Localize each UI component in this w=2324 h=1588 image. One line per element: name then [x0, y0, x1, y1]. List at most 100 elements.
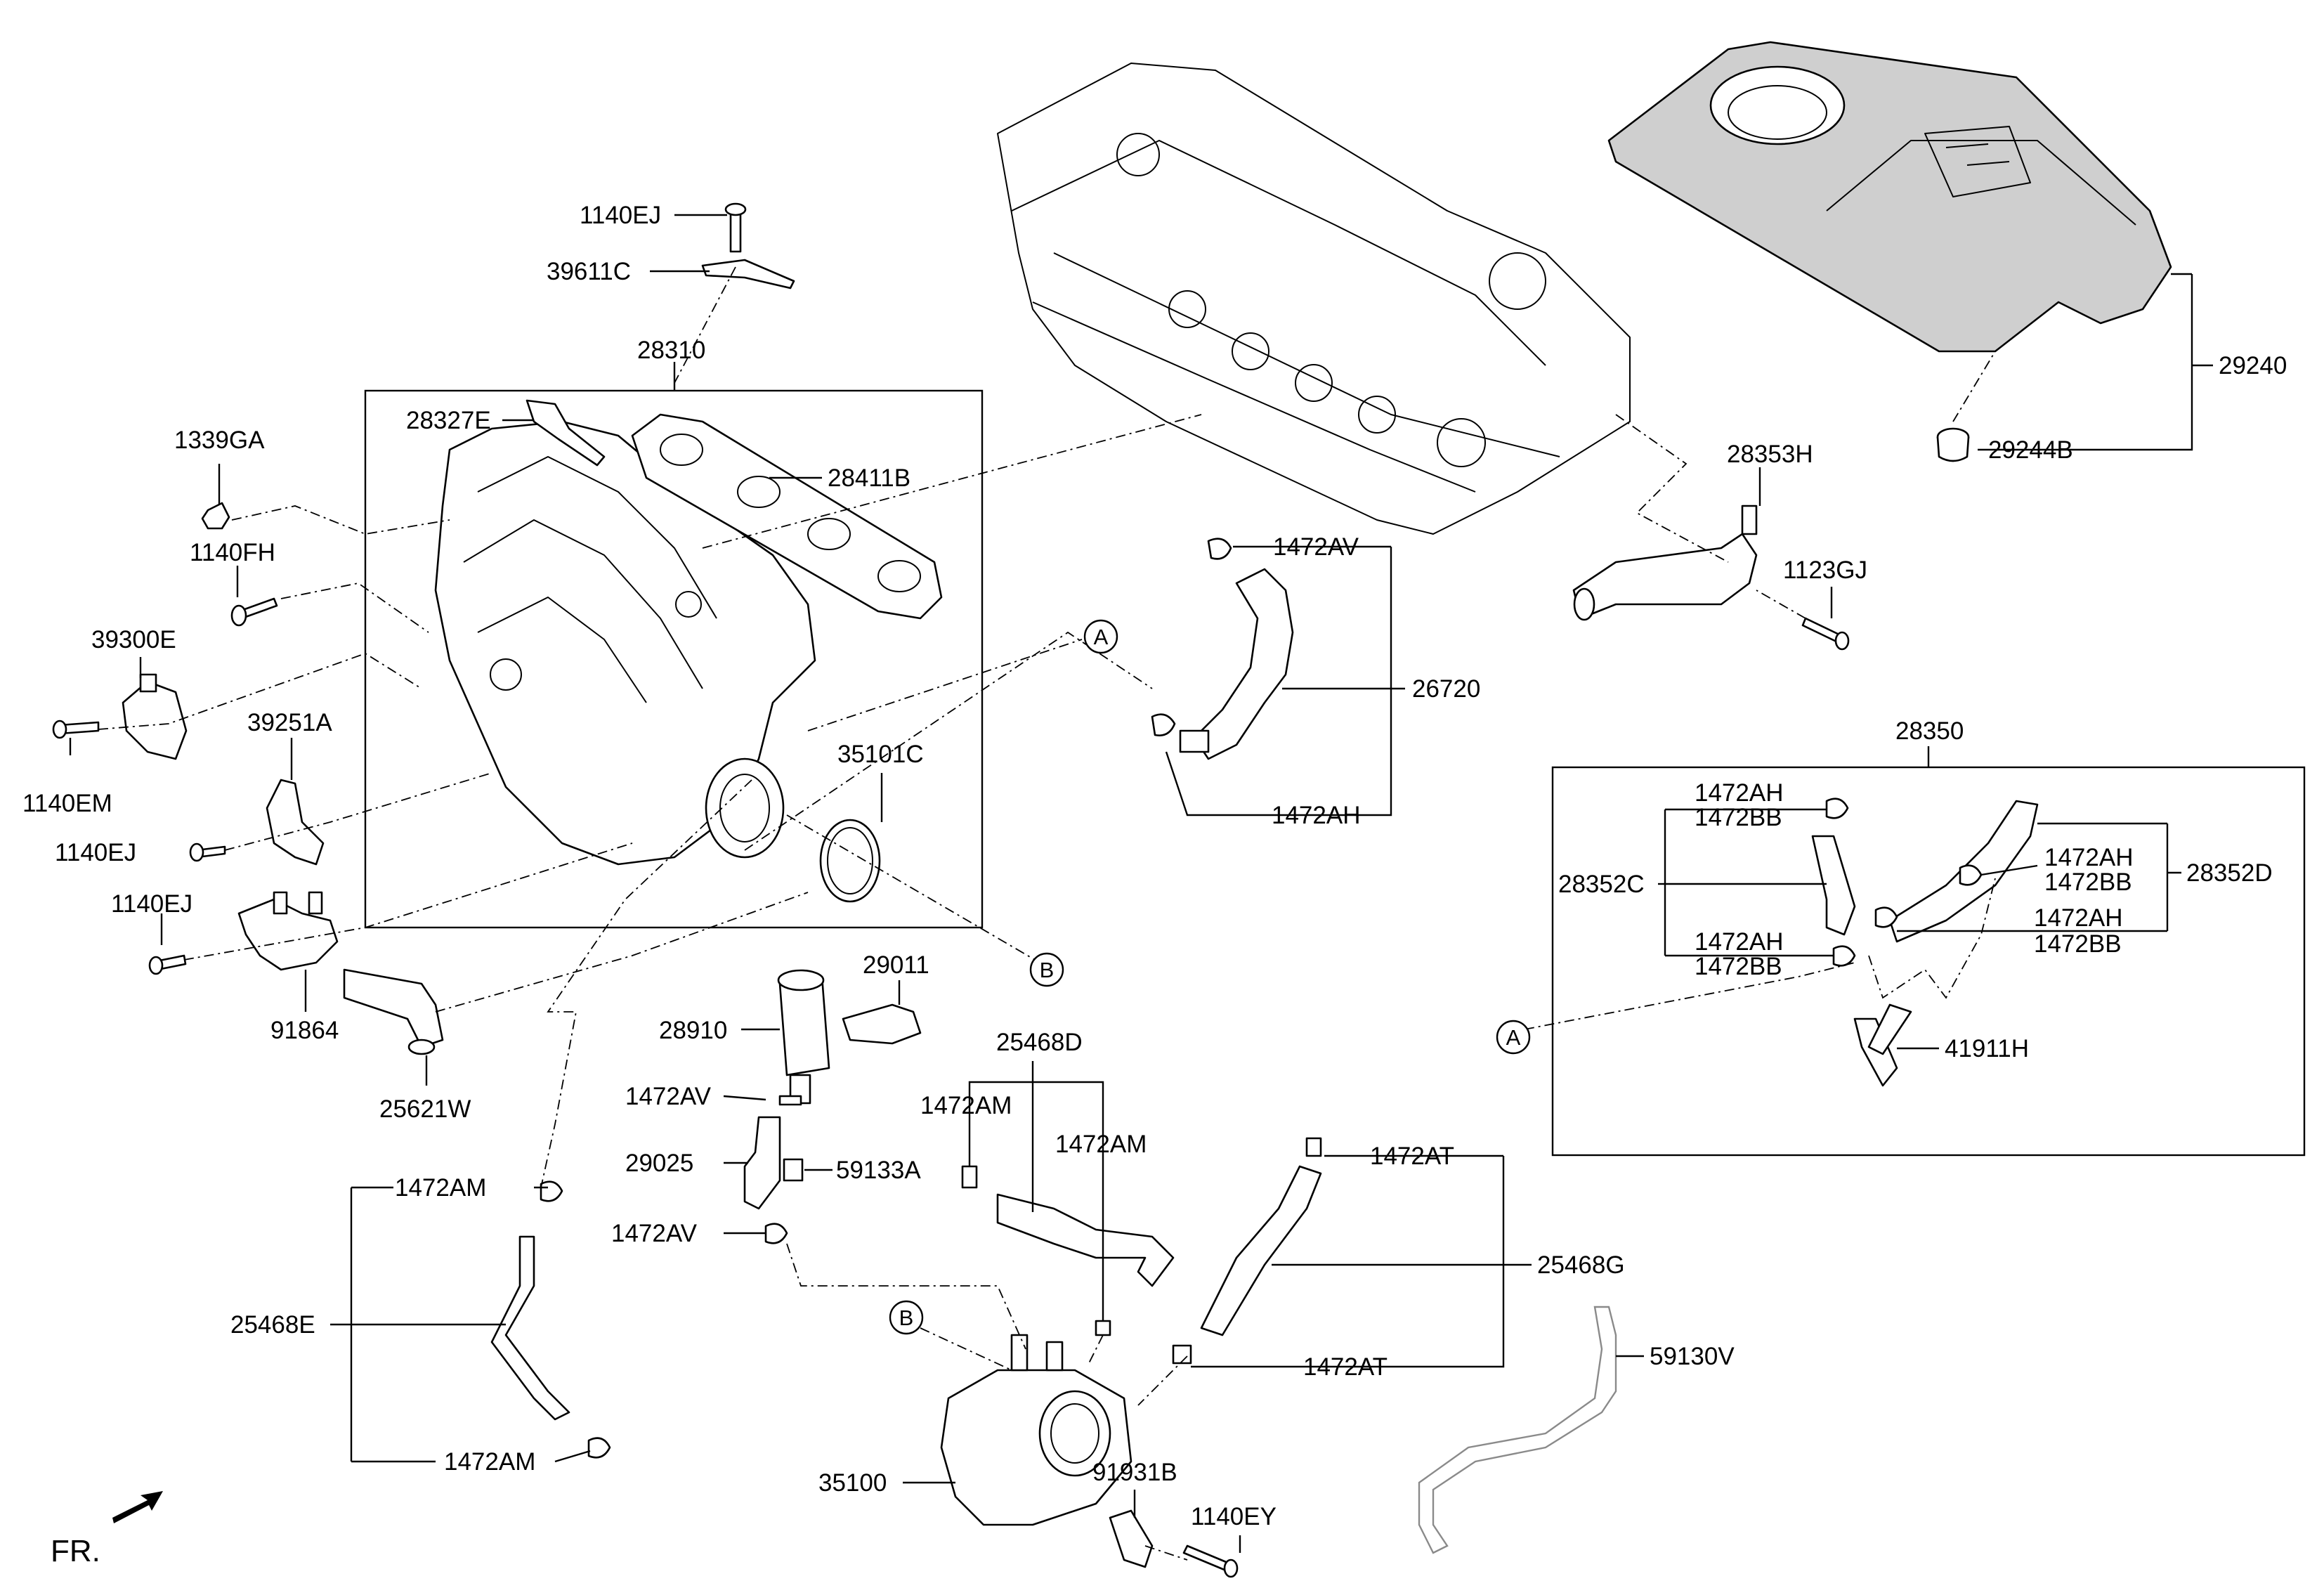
label-28910: 28910 — [659, 1017, 727, 1044]
svg-text:A: A — [1506, 1025, 1521, 1050]
label-1472bb-d: 1472BB — [2044, 868, 2132, 896]
label-28327e: 28327E — [406, 407, 491, 434]
pipe-28353h — [1572, 505, 1758, 621]
label-1339ga: 1339GA — [174, 427, 265, 454]
label-25621w: 25621W — [379, 1095, 471, 1123]
label-1472av-a: 1472AV — [1273, 533, 1359, 561]
bolt-1140em — [52, 720, 100, 739]
label-29240: 29240 — [2219, 352, 2287, 379]
cap-59133a — [783, 1158, 804, 1182]
label-28310: 28310 — [637, 337, 705, 364]
label-1140ej-c: 1140EJ — [111, 890, 192, 918]
reference-circle-b-2: B — [889, 1300, 924, 1335]
label-28352c: 28352C — [1558, 871, 1645, 898]
label-91864: 91864 — [270, 1017, 339, 1044]
connector-91864 — [237, 891, 339, 971]
hose-29025 — [743, 1095, 802, 1244]
label-1472am-c: 1472AM — [395, 1174, 486, 1202]
label-1123gj: 1123GJ — [1783, 557, 1867, 584]
throttle-body-35100 — [940, 1334, 1132, 1526]
label-1472bb-c: 1472BB — [1695, 953, 1782, 980]
label-1472at-a: 1472AT — [1370, 1143, 1454, 1170]
label-91931b: 91931B — [1092, 1459, 1177, 1486]
label-28352d: 28352D — [2186, 859, 2273, 887]
label-35101c: 35101C — [837, 741, 924, 768]
label-1140ej-b: 1140EJ — [55, 839, 136, 866]
label-1472ah-e: 1472AH — [2034, 904, 2122, 932]
label-1140fh: 1140FH — [190, 539, 275, 566]
label-59133a: 59133A — [836, 1157, 921, 1184]
label-29244b: 29244B — [1988, 436, 2073, 464]
label-26720: 26720 — [1412, 675, 1480, 703]
nut-1339ga — [201, 502, 230, 530]
label-28350: 28350 — [1895, 717, 1964, 745]
sensor-28327e — [525, 399, 606, 467]
leader-lines — [69, 214, 2213, 1553]
label-29011: 29011 — [863, 951, 929, 979]
front-direction-label: FR. — [51, 1534, 100, 1568]
front-arrow-icon — [112, 1491, 163, 1523]
label-1140em: 1140EM — [22, 790, 112, 817]
bracket-91931b — [1109, 1509, 1154, 1568]
label-35100: 35100 — [818, 1469, 887, 1497]
label-1472ah-d: 1472AH — [2044, 844, 2133, 871]
hose-assembly-28352 — [1811, 798, 2039, 967]
engine-cover — [1607, 41, 2172, 353]
label-1472am-b: 1472AM — [1055, 1131, 1147, 1158]
cylinder-head-outline — [997, 63, 1631, 535]
svg-text:B: B — [899, 1306, 914, 1330]
valve-28910 — [777, 969, 830, 1105]
svg-text:A: A — [1094, 625, 1109, 649]
label-39300e: 39300E — [91, 626, 176, 653]
bolt-1140ej-c — [148, 954, 187, 975]
grommet-29244b — [1936, 427, 1970, 462]
reference-circle-a-1: A — [1083, 619, 1118, 654]
svg-text:B: B — [1040, 958, 1055, 982]
label-1472ah-c: 1472AH — [1695, 928, 1783, 956]
sensor-39300e — [122, 673, 188, 760]
label-25468d: 25468D — [996, 1029, 1083, 1056]
label-1140ej-a: 1140EJ — [580, 202, 661, 229]
gasket-28411b — [631, 413, 943, 620]
label-39611c: 39611C — [547, 258, 631, 285]
label-1140ey: 1140EY — [1191, 1503, 1277, 1530]
reference-circle-a-2: A — [1496, 1020, 1531, 1055]
bolt-1123gj — [1801, 617, 1850, 651]
label-25468g: 25468G — [1537, 1251, 1625, 1279]
label-28411b: 28411B — [828, 464, 910, 492]
oring-35101c — [819, 819, 881, 903]
hose-25468e — [490, 1180, 611, 1459]
tee-41911h — [1853, 1003, 1912, 1087]
bolt-1140fh — [230, 597, 278, 627]
label-1472ah-b: 1472AH — [1695, 779, 1783, 807]
label-1472bb-e: 1472BB — [2034, 930, 2122, 958]
bracket-39251a — [266, 779, 325, 866]
label-29025: 29025 — [625, 1150, 693, 1177]
label-59130v: 59130V — [1650, 1343, 1735, 1370]
reference-circle-b-1: B — [1029, 952, 1064, 987]
bolt-1140ey — [1182, 1544, 1239, 1578]
connector-29011 — [842, 1003, 922, 1045]
label-1472ah-a: 1472AH — [1272, 802, 1360, 829]
hose-25468d — [961, 1165, 1175, 1336]
label-1472av-b: 1472AV — [625, 1083, 712, 1110]
hose-26720 — [1151, 538, 1294, 760]
hose-25621w — [343, 968, 444, 1055]
label-1472at-b: 1472AT — [1303, 1353, 1388, 1381]
label-25468e: 25468E — [230, 1311, 315, 1339]
hose-59130v — [1418, 1306, 1617, 1554]
hose-25468g — [1172, 1137, 1322, 1365]
label-1472av-c: 1472AV — [611, 1220, 698, 1247]
label-1472am-a: 1472AM — [920, 1092, 1012, 1119]
label-1472am-d: 1472AM — [444, 1448, 535, 1476]
label-39251a: 39251A — [247, 709, 332, 736]
intake-manifold — [434, 420, 816, 866]
label-28353h: 28353H — [1727, 441, 1813, 468]
label-1472bb-b: 1472BB — [1695, 804, 1782, 831]
bracket-39611c — [701, 202, 795, 289]
bolt-1140ej-b — [189, 842, 226, 862]
part-labels: 1140EJ 39611C 28310 28327E 28411B 1339GA… — [22, 202, 2287, 1568]
label-41911h: 41911H — [1945, 1035, 2029, 1062]
dashed-leaders — [98, 266, 1996, 1561]
